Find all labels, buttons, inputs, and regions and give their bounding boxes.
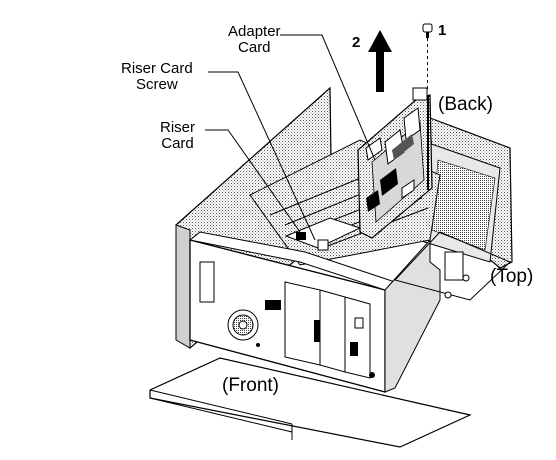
- step-2-number: 2: [352, 34, 361, 51]
- chassis-right-side: [384, 231, 511, 393]
- chassis-rear-panel: [417, 117, 513, 281]
- adapter-card-label-line2: Card: [238, 39, 271, 56]
- riser-card-screw-label: Riser Card Screw: [121, 61, 193, 93]
- step-1-number: 1: [438, 22, 447, 39]
- fan-vent-icon: [227, 309, 259, 341]
- riser-card-label-line2: Card: [161, 135, 194, 152]
- riser-card-screw-label-line2: Screw: [136, 76, 178, 93]
- adapter-card: [357, 87, 433, 239]
- riser-card-leader: [205, 129, 301, 233]
- desk-surface: [149, 357, 472, 448]
- riser-card-screw-leader: [208, 71, 316, 241]
- top-label: (Top): [490, 266, 534, 287]
- riser-card-screw-label-line1: Riser Card: [121, 60, 193, 77]
- adapter-card-label-line1: Adapter: [228, 23, 281, 40]
- adapter-card-leader: [280, 34, 376, 161]
- lift-arrow-icon: [368, 30, 392, 92]
- adapter-card-label: Adapter Card: [228, 24, 281, 56]
- screw-icon: [422, 23, 433, 92]
- back-label: (Back): [438, 94, 493, 115]
- riser-card-label: Riser Card: [160, 120, 195, 152]
- front-label: (Front): [222, 375, 279, 396]
- callout-lines: [205, 34, 376, 241]
- riser-card-label-line1: Riser: [160, 119, 196, 136]
- front-bezel: [188, 231, 397, 393]
